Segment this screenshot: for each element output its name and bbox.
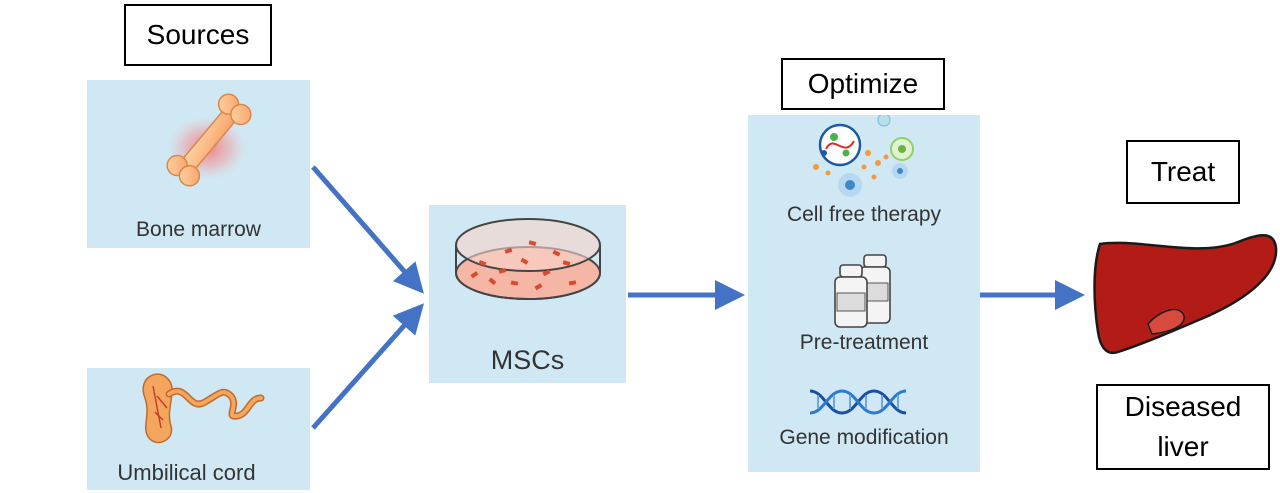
gene-modification-label: Gene modification [779, 426, 949, 449]
diseased-liver-line-1: Diseased [1124, 391, 1242, 422]
arrow-bone-to-mscs [311, 165, 424, 294]
umbilical-cord-panel: Umbilical cord [87, 368, 310, 490]
bone-icon [166, 93, 252, 187]
mscs-panel: MSCs [429, 205, 626, 383]
sources-header-text: Sources [146, 19, 250, 50]
optimize-header-text: Optimize [807, 68, 919, 99]
liver-icon [1093, 234, 1278, 355]
diseased-liver-line-2: liver [1157, 431, 1209, 462]
bone-marrow-label: Bone marrow [136, 218, 261, 241]
bone-marrow-panel: Bone marrow [87, 80, 310, 248]
arrow-cord-to-mscs [311, 303, 424, 430]
cell-free-icon [813, 115, 914, 197]
treat-header-text: Treat [1150, 156, 1216, 187]
optimize-header: Optimize [781, 58, 945, 110]
umbilical-cord-label: Umbilical cord [117, 460, 256, 485]
treat-header: Treat [1126, 140, 1240, 204]
mscs-label: MSCs [490, 345, 565, 375]
petri-dish-icon [455, 218, 601, 300]
cell-free-therapy-label: Cell free therapy [786, 203, 942, 226]
pre-treatment-label: Pre-treatment [799, 331, 929, 354]
medicine-vials-icon [834, 254, 891, 328]
dna-helix-icon [809, 389, 907, 415]
diseased-liver-label: Diseased liver [1096, 384, 1270, 470]
optimize-panel: Cell free therapy Pre-treatment Gene mod… [748, 115, 980, 472]
sources-header: Sources [124, 4, 272, 66]
umbilical-cord-icon [142, 373, 265, 444]
